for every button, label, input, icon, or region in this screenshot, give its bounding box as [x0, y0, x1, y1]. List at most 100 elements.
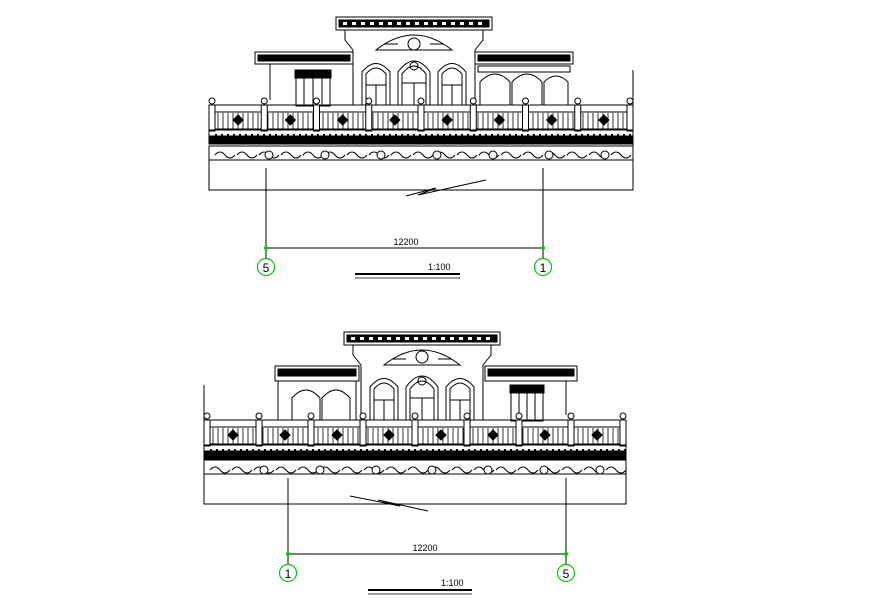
post — [626, 104, 634, 132]
finial — [522, 97, 529, 105]
post — [260, 104, 268, 132]
finial — [203, 412, 211, 420]
dimension-ticks-1 — [264, 246, 545, 250]
post — [208, 104, 216, 132]
finial — [469, 97, 477, 105]
rosette — [488, 150, 498, 160]
post — [313, 104, 320, 132]
rosette — [539, 465, 549, 475]
elevation-2 — [203, 331, 627, 564]
scale-block-1: 1:100 — [355, 262, 460, 279]
post — [522, 104, 529, 132]
finial — [313, 97, 320, 105]
post — [365, 104, 373, 132]
diamond — [383, 429, 395, 441]
finial — [365, 97, 373, 105]
diamond — [487, 429, 499, 441]
post — [469, 104, 477, 132]
rosette — [427, 465, 437, 475]
finial — [574, 97, 582, 105]
axis-marker-left-1: 5 — [256, 257, 276, 277]
dimension-label-2: 12200 — [412, 543, 437, 553]
finial — [411, 412, 419, 420]
balustrade — [208, 97, 634, 132]
scale-label-1: 1:100 — [428, 262, 451, 272]
post — [619, 419, 627, 447]
axis-marker-left-2: 1 — [278, 563, 298, 583]
diamond — [331, 429, 343, 441]
finial — [567, 412, 575, 420]
decorative-bands — [208, 129, 634, 161]
axis-marker-right-1: 1 — [533, 257, 553, 277]
rosette — [371, 465, 381, 475]
rosette — [320, 150, 330, 160]
diamond — [435, 429, 447, 441]
balustrade — [203, 412, 627, 447]
post — [567, 419, 575, 447]
rosette — [259, 465, 269, 475]
diamond — [545, 114, 558, 126]
diamond — [227, 429, 239, 441]
diamond — [493, 114, 506, 126]
diamond — [336, 114, 349, 126]
post — [411, 419, 419, 447]
central-pediment — [343, 331, 501, 420]
post — [359, 419, 367, 447]
rosette — [432, 150, 442, 160]
scale-label-2: 1:100 — [441, 578, 464, 588]
central-pediment — [335, 16, 493, 105]
finial — [208, 97, 216, 105]
rosette — [376, 150, 386, 160]
diamond — [598, 114, 610, 126]
axis-lines — [287, 478, 567, 564]
elevation-1 — [208, 16, 634, 258]
scale-block-2: 1:100 — [368, 578, 472, 595]
left-wing — [274, 365, 360, 420]
post — [574, 104, 582, 132]
post — [203, 419, 211, 447]
dimension-ticks-2 — [286, 552, 568, 556]
rosette — [483, 465, 493, 475]
diamond — [232, 114, 244, 126]
finial — [626, 97, 634, 105]
central-windows — [361, 60, 467, 106]
diamond — [279, 429, 291, 441]
platform — [203, 385, 627, 512]
diamond — [389, 114, 401, 126]
finial — [515, 412, 523, 420]
finial — [307, 412, 315, 420]
post — [255, 419, 263, 447]
rosette — [544, 150, 554, 160]
axis-lines — [265, 168, 544, 258]
platform — [208, 70, 634, 197]
rosette — [600, 150, 610, 160]
right-wing — [484, 365, 578, 422]
finial — [619, 412, 627, 420]
post — [515, 419, 523, 447]
axis-label-right-2: 5 — [563, 567, 570, 581]
finial — [260, 97, 268, 105]
axis-marker-right-2: 5 — [556, 563, 576, 583]
diamond — [539, 429, 551, 441]
rosette — [315, 465, 325, 475]
finial — [417, 97, 425, 105]
axis-label-left-1: 5 — [263, 261, 270, 275]
finial — [359, 412, 367, 420]
central-windows — [369, 375, 475, 421]
right-wing — [474, 51, 574, 105]
diamond — [284, 114, 297, 126]
axis-label-left-2: 1 — [285, 567, 292, 581]
diamond — [591, 429, 603, 441]
decorative-bands — [203, 444, 627, 475]
finial — [255, 412, 263, 420]
rosette — [264, 150, 274, 160]
left-wing — [254, 51, 354, 107]
post — [307, 419, 315, 447]
axis-label-right-1: 1 — [540, 261, 547, 275]
post — [463, 419, 471, 447]
finial — [463, 412, 471, 420]
rosette — [595, 465, 605, 475]
post — [417, 104, 425, 132]
dimension-label-1: 12200 — [393, 237, 418, 247]
